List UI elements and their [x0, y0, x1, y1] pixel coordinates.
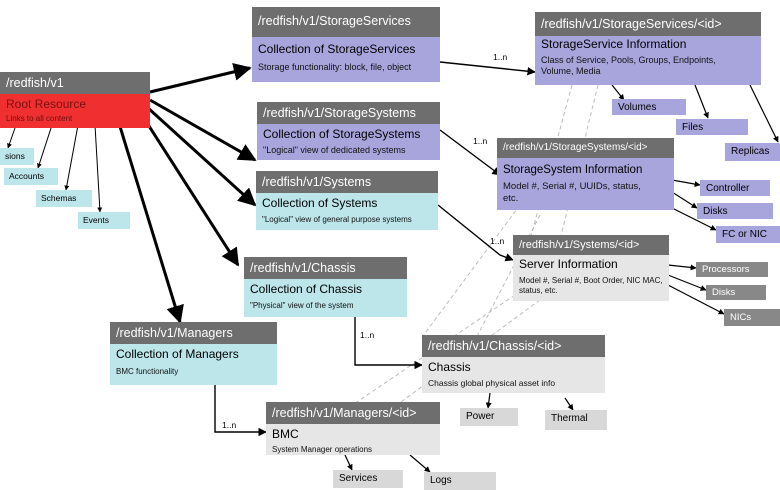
node-root-desc: Links to all content: [6, 114, 73, 123]
link-root-storageservices: [149, 63, 252, 94]
node-storage-systems: /redfish/v1/StorageSystems Collection of…: [257, 102, 440, 160]
tag-fc-or-nic: FC or NIC: [716, 226, 780, 243]
node-chassis-id-path: /redfish/v1/Chassis/<id>: [422, 335, 605, 357]
node-storage-service-id-title: StorageService Information: [541, 37, 687, 51]
node-systems: /redfish/v1/Systems Collection of System…: [256, 171, 438, 230]
node-storage-services-desc: Storage functionality: block, file, obje…: [258, 62, 412, 72]
node-storage-service-id-path: /redfish/v1/StorageServices/<id>: [535, 12, 761, 36]
node-storage-service-id: /redfish/v1/StorageServices/<id> Storage…: [535, 12, 761, 85]
node-chassis-title: Collection of Chassis: [250, 282, 363, 296]
node-manager-id-desc: System Manager operations: [272, 445, 373, 454]
multiplicity-chassis: 1..n: [360, 330, 375, 340]
multiplicity-storagesystems: 1..n: [473, 136, 488, 146]
tag-files: Files: [676, 119, 748, 135]
node-storage-system-id-title: StorageSystem Information: [503, 164, 643, 176]
tag-power: Power: [460, 408, 518, 426]
tag-logs: Logs: [424, 472, 496, 490]
node-chassis-id: /redfish/v1/Chassis/<id> Chassis Chassis…: [422, 335, 605, 393]
tag-nics: NICs: [724, 309, 780, 326]
node-manager-id-title: BMC: [272, 427, 299, 441]
member-links: [214, 61, 536, 437]
link-storageservices-id: [439, 61, 536, 76]
node-chassis-path: /redfish/v1/Chassis: [244, 257, 407, 279]
node-systems-desc: "Logical" view of general purpose system…: [262, 215, 412, 224]
multiplicity-systems: 1..n: [490, 236, 505, 246]
link-storagesystems-id: [439, 129, 501, 176]
node-chassis-id-title: Chassis: [428, 360, 471, 374]
tag-disks-system: Disks: [706, 285, 766, 300]
tag-volumes: Volumes: [612, 99, 686, 115]
multiplicity-storageservices: 1..n: [493, 52, 508, 62]
node-storage-services-title: Collection of StorageServices: [258, 42, 416, 56]
node-storage-systems-desc: "Logical" view of dedicated systems: [263, 145, 406, 155]
node-storage-service-id-desc: Class of Service, Pools, Groups, Endpoin…: [541, 55, 716, 76]
node-managers: /redfish/v1/Managers Collection of Manag…: [110, 322, 277, 385]
node-manager-id: /redfish/v1/Managers/<id> BMC System Man…: [266, 402, 440, 455]
node-storage-services-path: /redfish/v1/StorageServices: [252, 7, 440, 37]
node-root: /redfish/v1 Root Resource Links to all c…: [0, 72, 150, 128]
multiplicity-managers: 1..n: [222, 420, 237, 430]
node-root-path: /redfish/v1: [0, 72, 150, 94]
node-managers-path: /redfish/v1/Managers: [110, 322, 277, 344]
link-root-chassis: [138, 111, 240, 267]
node-manager-id-path: /redfish/v1/Managers/<id>: [266, 402, 440, 424]
tag-events: Events: [78, 212, 130, 229]
node-storage-services: /redfish/v1/StorageServices Collection o…: [252, 7, 440, 82]
link-root-managers: [116, 119, 184, 324]
tag-schemas: Schemas: [36, 190, 92, 207]
node-storage-system-id-desc: Model #, Serial #, UUIDs, status, etc.: [503, 181, 641, 204]
tag-disks-storage: Disks: [697, 203, 773, 219]
tag-processors: Processors: [696, 262, 768, 277]
node-managers-desc: BMC functionality: [116, 367, 179, 376]
node-chassis-desc: "Physical" view of the system: [250, 301, 354, 310]
node-system-id-desc: Model #, Serial #, Boot Order, NIC MAC, …: [519, 276, 663, 295]
link-systems-id: [437, 204, 514, 262]
link-root-storagesystems: [149, 98, 257, 162]
node-system-id-path: /redfish/v1/Systems/<id>: [513, 235, 669, 255]
node-storage-system-id: /redfish/v1/StorageSystems/<id> StorageS…: [497, 138, 674, 210]
tag-sessions: sions: [0, 148, 34, 165]
link-root-systems: [146, 106, 257, 207]
node-system-id: /redfish/v1/Systems/<id> Server Informat…: [513, 235, 669, 301]
node-storage-system-id-path: /redfish/v1/StorageSystems/<id>: [497, 138, 674, 158]
root-tag-links: [7, 124, 103, 213]
node-systems-path: /redfish/v1/Systems: [256, 171, 438, 193]
node-storage-systems-title: Collection of StorageSystems: [263, 127, 421, 141]
node-managers-title: Collection of Managers: [116, 347, 239, 361]
node-system-id-title: Server Information: [519, 257, 618, 271]
tag-accounts: Accounts: [4, 168, 58, 185]
tag-replicas: Replicas: [725, 143, 780, 161]
node-systems-title: Collection of Systems: [262, 196, 378, 210]
tag-thermal: Thermal: [545, 410, 607, 430]
node-chassis-id-desc: Chassis global physical asset info: [428, 378, 556, 388]
node-storage-systems-path: /redfish/v1/StorageSystems: [257, 102, 440, 124]
tag-controller: Controller: [700, 180, 770, 196]
link-managers-id: [214, 385, 267, 437]
node-root-title: Root Resource: [6, 97, 87, 111]
link-chassis-id: [354, 317, 423, 370]
root-links: [116, 63, 257, 324]
tag-services: Services: [333, 470, 403, 488]
node-chassis: /redfish/v1/Chassis Collection of Chassi…: [244, 257, 407, 317]
